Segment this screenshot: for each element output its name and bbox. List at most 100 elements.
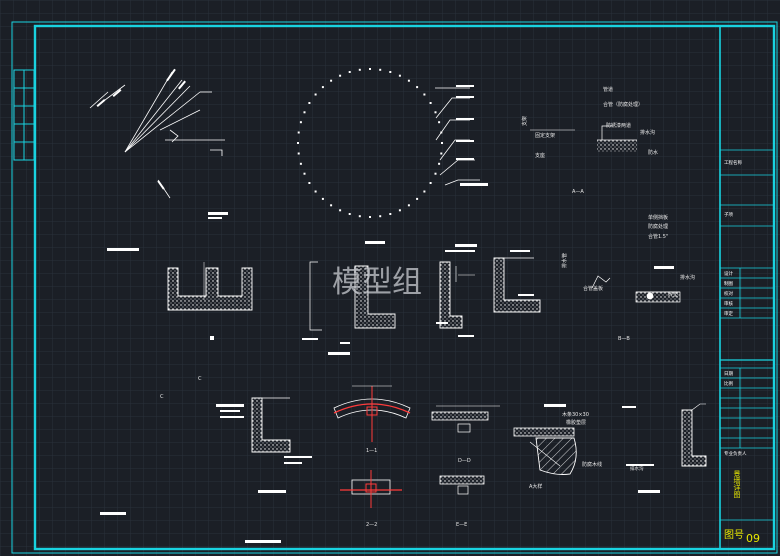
tb-project: 工程名称 (724, 159, 742, 166)
label-c-left: C (160, 394, 164, 400)
circular-plan-dots (297, 68, 443, 218)
title-block (720, 149, 774, 521)
svg-text:A—A: A—A (572, 189, 584, 195)
plan-dot (358, 68, 361, 71)
plan-dot (299, 162, 302, 165)
svg-text:E—E: E—E (456, 522, 467, 528)
svg-text:A大样: A大样 (529, 483, 542, 490)
svg-text:橡胶垫层: 橡胶垫层 (566, 419, 586, 426)
plan-dot (438, 121, 441, 124)
plan-dot (379, 215, 382, 218)
drawing-title: 景墙详图 (733, 470, 741, 499)
plan-dot (330, 79, 333, 82)
title-block-text: 工程名称 子项 设计 制图 校对 审核 审定 日期 比例 专业负责人 景墙详图 … (724, 159, 760, 545)
svg-text:木条30×30: 木条30×30 (562, 411, 589, 418)
svg-text:单侧挡板: 单侧挡板 (648, 214, 668, 221)
bottom-right-l-section: 排水沟 (622, 403, 707, 493)
plan-dot (407, 79, 410, 82)
tb-review: 审核 (724, 300, 733, 307)
plan-dot (416, 197, 419, 200)
section-e-e: E—E (439, 475, 485, 528)
section-bb-detail (591, 266, 681, 303)
plan-dot (423, 93, 426, 96)
plan-dot (303, 111, 306, 114)
svg-text:管道: 管道 (603, 86, 613, 93)
a-detail: 木条30×30 橡胶垫层 防腐木线 A大样 (513, 404, 602, 490)
plan-dot (339, 209, 342, 212)
plan-dot (440, 152, 443, 155)
plan-dot (308, 102, 311, 104)
tb-lead: 专业负责人 (724, 450, 747, 457)
plan-dot (314, 190, 317, 193)
svg-text:1—1: 1—1 (366, 448, 377, 454)
tb-date: 日期 (724, 371, 733, 377)
plan-dot (308, 182, 311, 184)
plan-dot (407, 204, 410, 207)
section-d-d: D—D (431, 405, 500, 464)
step-wall-section (100, 397, 312, 543)
svg-text:固定支架: 固定支架 (535, 132, 555, 139)
svg-text:排水管: 排水管 (561, 253, 568, 268)
plan-dot (314, 93, 317, 96)
watermark: 模型组 (332, 265, 422, 300)
plan-dot (299, 121, 302, 124)
tb-scale: 比例 (724, 380, 733, 387)
sheet-number: 09 (746, 532, 760, 545)
section-aa-notes: 管道 合管（防腐处理） 防锈漆两道 排水沟 防水 支座 支架 固定支架 A—A (521, 86, 658, 195)
plan-dot (434, 111, 437, 114)
plan-dot (369, 68, 371, 70)
svg-text:B—B: B—B (618, 336, 630, 342)
plan-dot (321, 86, 324, 89)
binding-strip (13, 69, 35, 161)
svg-text:排水沟: 排水沟 (640, 129, 655, 136)
plan-dot (398, 74, 401, 77)
svg-text:合管1.5": 合管1.5" (648, 233, 668, 240)
plan-dot (297, 152, 300, 155)
svg-text:防水: 防水 (648, 149, 658, 156)
plan-dot (389, 71, 392, 73)
svg-text:支架: 支架 (521, 116, 528, 126)
plan-dot (321, 197, 324, 200)
l-wall-section (493, 250, 541, 313)
plan-dot (438, 162, 441, 165)
svg-text:支座: 支座 (535, 152, 545, 159)
circular-plan-labels (365, 85, 488, 244)
drawing-frame (11, 21, 778, 554)
radial-labels (96, 68, 228, 251)
svg-text:防锈漆两道: 防锈漆两道 (606, 122, 631, 129)
wall-section-middle (302, 244, 477, 355)
label-c-mid: C (198, 376, 202, 382)
plan-dot (297, 131, 300, 134)
plan-dot (348, 71, 351, 73)
plan-dot (297, 142, 299, 144)
plan-dot (348, 213, 351, 215)
plan-dot (303, 172, 306, 175)
svg-text:防腐处理: 防腐处理 (648, 223, 668, 230)
tb-design: 设计 (724, 270, 733, 277)
plan-dot (369, 216, 371, 218)
plan-dot (398, 209, 401, 212)
plan-dot (423, 190, 426, 193)
plan-dot (339, 74, 342, 77)
plan-dot (429, 182, 432, 184)
plan-dot (441, 142, 443, 144)
plan-dot (416, 86, 419, 89)
u-channel-section-left (167, 262, 253, 340)
sheet-label: 图号 (724, 529, 744, 541)
section-aa-hatch (530, 125, 637, 152)
tb-draw: 制图 (724, 280, 733, 287)
curved-section-1-1: 1—1 (333, 385, 411, 454)
svg-text:合管（防腐处理）: 合管（防腐处理） (603, 101, 643, 108)
plan-dot (429, 102, 432, 104)
svg-text:防腐木线: 防腐木线 (582, 461, 602, 468)
plan-dot (358, 215, 361, 218)
svg-text:排水沟: 排水沟 (680, 274, 695, 281)
section-2-2: 2—2 (340, 470, 402, 528)
svg-text:D—D: D—D (458, 458, 471, 464)
svg-text:排水沟: 排水沟 (630, 465, 644, 472)
plan-dot (389, 213, 392, 215)
tb-check: 校对 (724, 290, 733, 297)
plan-dot (434, 172, 437, 175)
plan-dot (330, 204, 333, 207)
